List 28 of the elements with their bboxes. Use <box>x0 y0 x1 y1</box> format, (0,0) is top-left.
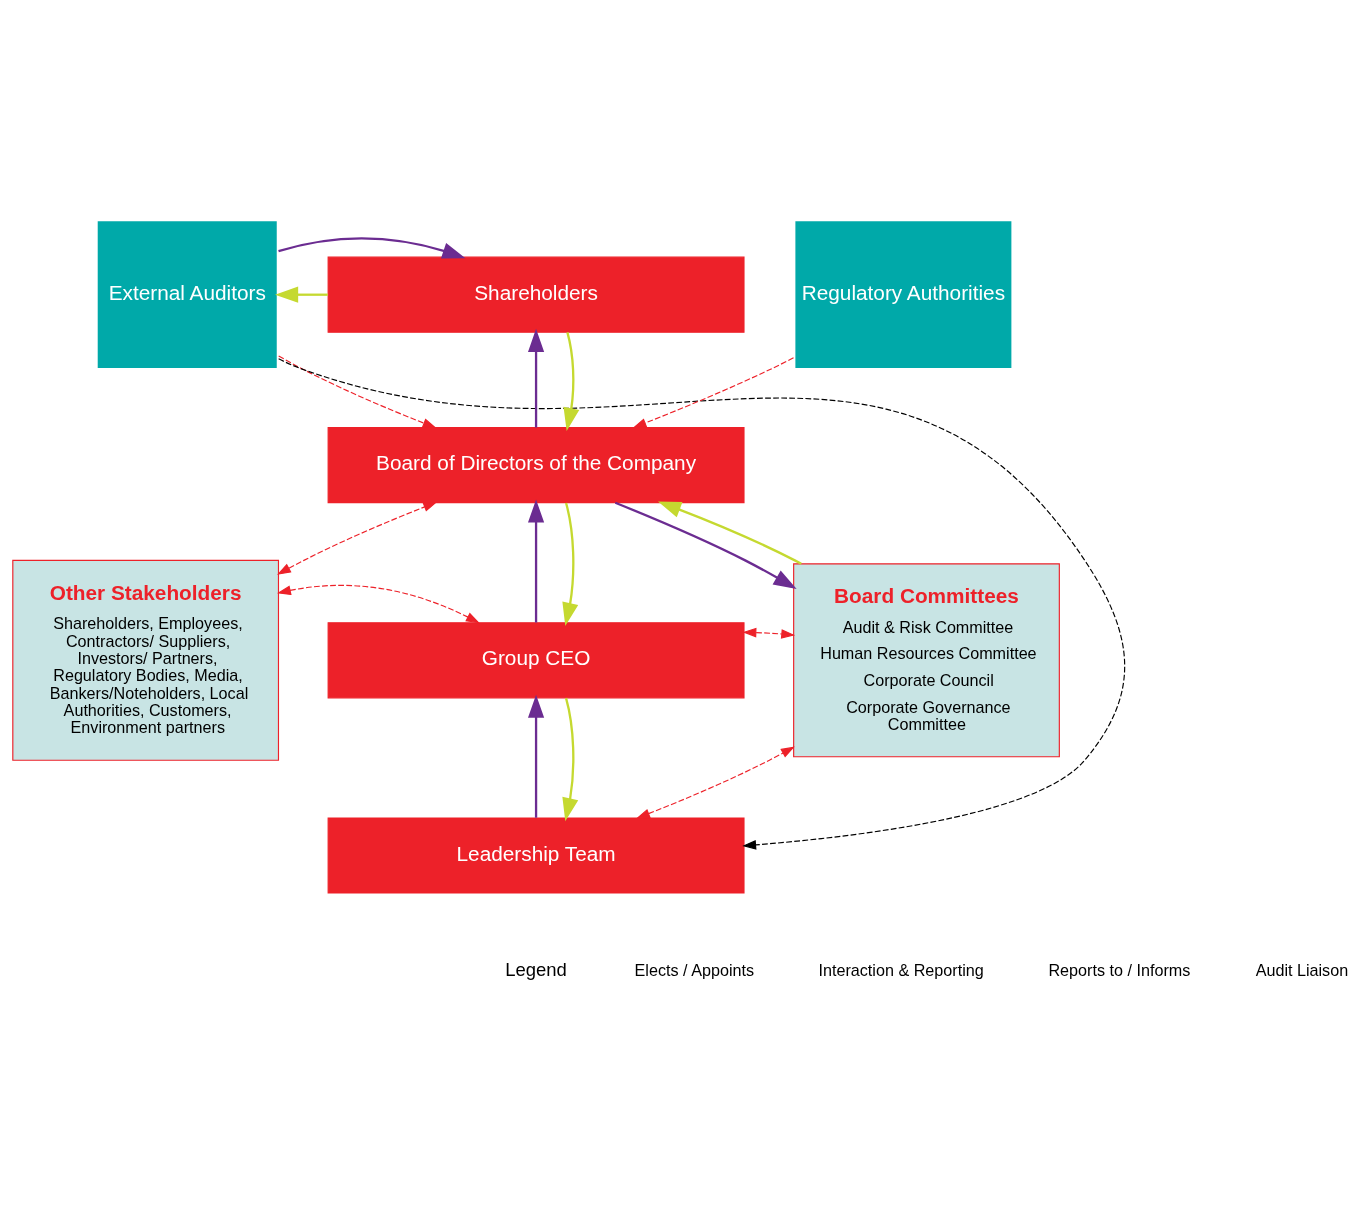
arrow <box>278 357 1126 850</box>
arrow <box>614 501 797 589</box>
label: Legend <box>505 958 567 980</box>
arrow <box>742 627 796 639</box>
arrow <box>277 584 480 623</box>
arrow <box>562 697 579 821</box>
arrow <box>527 498 545 623</box>
arrow <box>277 501 438 575</box>
node-box: Group CEO <box>327 621 745 698</box>
node-box: Board of Directors of the Company <box>327 426 745 503</box>
arrow <box>636 746 795 818</box>
node-box: Other Stakeholders Shareholders, Employees, Contractors/ Suppliers, Investors/ Partners, Regulatory Bodies, Media, Bankers/Noteholders, Local Authorities, Customers, Environment partners <box>12 559 280 761</box>
node-box: Shareholders <box>327 256 745 333</box>
arrow <box>275 286 328 303</box>
arrow <box>278 354 437 428</box>
arrow <box>527 328 545 428</box>
node-box: Leadership Team <box>327 816 745 894</box>
arrow <box>527 694 545 818</box>
legend-label: Audit Liaison <box>1255 960 1349 979</box>
legend-label: Reports to / Informs <box>1048 960 1191 979</box>
legend-label: Interaction & Reporting <box>818 960 984 979</box>
arrow <box>657 501 802 565</box>
arrow <box>563 331 580 431</box>
node-box: Board Committees Audit & Risk Committee Human Resources Committee Corporate Council Corporate Governance Committee <box>793 562 1060 757</box>
arrow <box>632 356 795 428</box>
legend-label: Elects / Appoints <box>634 960 755 979</box>
arrow <box>278 236 466 258</box>
arrow <box>562 502 579 626</box>
